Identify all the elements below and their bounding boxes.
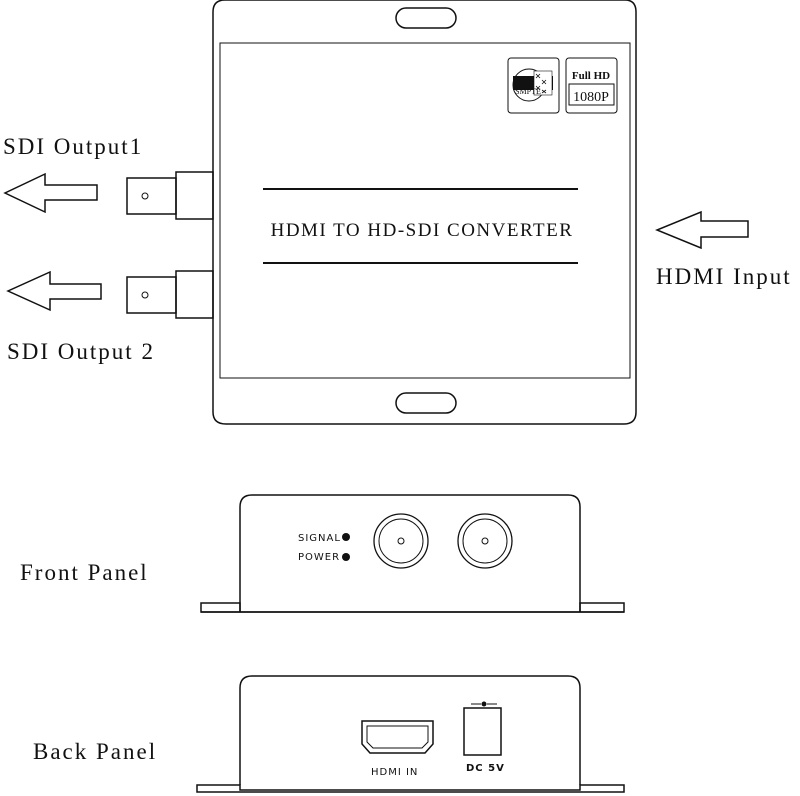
arrow-left-icon <box>3 172 98 214</box>
mount-slot-bottom <box>395 392 457 414</box>
hdmi-in-label: HDMI IN <box>371 767 418 778</box>
arrow-left-icon <box>6 270 102 312</box>
1080p-text: 1080P <box>573 90 609 105</box>
fullhd-badge: Full HD 1080P <box>565 57 618 114</box>
sdi-output-1-label: SDI Output1 <box>3 134 143 159</box>
dc-jack <box>463 701 502 756</box>
device-face <box>219 42 631 379</box>
dc-5v-label: DC 5V <box>466 763 505 774</box>
smpte-badge: SMPTE <box>507 57 560 114</box>
signal-led-icon <box>342 533 350 541</box>
back-panel-view: HDMI IN DC 5V <box>196 675 625 793</box>
sdi-output-2-label: SDI Output 2 <box>7 339 155 364</box>
mount-slot-top <box>395 7 457 29</box>
bnc-port-1 <box>373 513 429 569</box>
front-panel-view: SIGNAL POWER <box>200 494 625 613</box>
fullhd-text: Full HD <box>572 70 610 82</box>
hdmi-input-label: HDMI Input <box>656 264 792 289</box>
signal-label: SIGNAL <box>298 533 341 544</box>
power-label: POWER <box>298 552 340 563</box>
sdi-connector-2 <box>126 270 214 319</box>
bnc-port-2 <box>457 513 513 569</box>
sdi-connector-1 <box>126 171 214 220</box>
arrow-left-icon <box>655 210 749 250</box>
smpte-text: SMPTE <box>515 87 541 96</box>
power-led-icon <box>342 553 350 561</box>
back-panel-label: Back Panel <box>33 739 157 764</box>
device-top-view: HDMI TO HD-SDI CONVERTER SMPTE Full HD 1… <box>126 0 637 425</box>
front-panel-label: Front Panel <box>20 560 149 585</box>
hdmi-port <box>361 720 434 754</box>
device-title: HDMI TO HD-SDI CONVERTER <box>271 220 574 241</box>
